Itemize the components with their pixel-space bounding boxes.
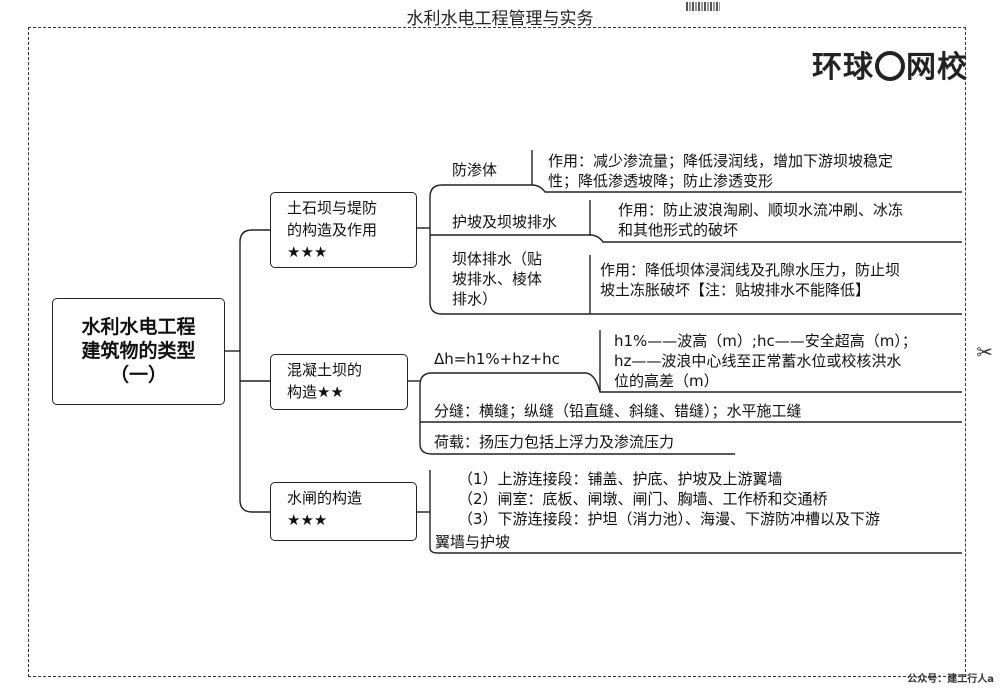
logo-mark-icon: [875, 50, 905, 81]
dam-drainage-label: 坝体排水（贴 坡排水、棱体 排水）: [452, 249, 572, 309]
joints-text: 分缝：横缝；纵缝（铅直缝、斜缝、错缝）；水平施工缝: [434, 402, 802, 420]
sluice-item-3b: 翼墙与护坡: [435, 533, 511, 551]
seepage-label: 防渗体: [452, 161, 498, 179]
dam-drainage-line1: 坝体排水（贴: [452, 250, 543, 268]
sluice-item-2: （2）闸室：底板、闸墩、闸门、胸墙、工作桥和交通桥: [458, 490, 828, 508]
dam-drainage-desc-1: 作用：降低坝体浸润线及孔隙水压力，防止坝: [600, 261, 901, 279]
category-concrete-dam-line1: 混凝土坝的: [287, 361, 363, 379]
dam-drainage-desc-2: 坡土冻胀破坏【注：贴坡排水不能降低】: [600, 281, 871, 299]
category-earth-dam: 土石坝与堤防 的构造及作用 ★★★: [270, 192, 417, 268]
category-earth-dam-stars: ★★★: [287, 243, 328, 261]
category-earth-dam-line1: 土石坝与堤防: [287, 199, 378, 217]
category-sluice-line2: ★★★: [287, 511, 328, 529]
formula-definitions: h1%——波高（m）;hc——安全超高（m）； hz——波浪中心线至正常蓄水位或…: [614, 331, 959, 391]
category-sluice: 水闸的构造 ★★★: [270, 482, 417, 541]
logo-text-left: 环球: [812, 50, 874, 85]
sluice-item-1: （1）上游连接段：铺盖、护底、护坡及上游翼墙: [458, 470, 783, 488]
seepage-desc-2: 性；降低渗透坡降；防止渗透变形: [548, 172, 774, 190]
content-frame: [28, 27, 966, 677]
formula-def-2: hz——波浪中心线至正常蓄水位或校核洪水: [614, 352, 902, 370]
root-line-3: （一）: [109, 364, 167, 386]
footer-credit: 公众号：建工行人a: [907, 674, 994, 685]
root-line-1: 水利水电工程: [81, 316, 196, 338]
page-title: 水利水电工程管理与实务: [406, 9, 594, 29]
dam-drainage-description: 作用：降低坝体浸润线及孔隙水压力，防止坝 坡土冻胀破坏【注：贴坡排水不能降低】: [600, 260, 962, 300]
dam-drainage-line2: 坡排水、棱体: [452, 270, 543, 288]
root-node: 水利水电工程 建筑物的类型 （一）: [52, 298, 225, 405]
dam-drainage-line3: 排水）: [452, 290, 498, 308]
logo-text-right: 网校: [906, 50, 968, 85]
scissors-icon: ✂: [976, 340, 993, 364]
seepage-description: 作用：减少渗流量；降低浸润线，增加下游坝坡稳定 性；降低渗透坡降；防止渗透变形: [548, 151, 963, 191]
category-concrete-dam: 混凝土坝的 构造★★: [270, 354, 408, 410]
logo: 环球网校: [812, 42, 968, 86]
seepage-desc-1: 作用：减少渗流量；降低浸润线，增加下游坝坡稳定: [548, 152, 894, 170]
loads-text: 荷载：扬压力包括上浮力及渗流压力: [434, 433, 675, 451]
freeboard-formula: Δh=h1%+hz+hc: [434, 350, 560, 368]
sluice-item-3a: （3）下游连接段：护坦（消力池）、海漫、下游防冲槽以及下游: [458, 510, 881, 528]
slope-protection-description: 作用：防止波浪淘刷、顺坝水流冲刷、冰冻 和其他形式的破坏: [618, 200, 963, 240]
formula-def-3: 位的高差（m）: [614, 372, 719, 390]
slope-desc-1: 作用：防止波浪淘刷、顺坝水流冲刷、冰冻: [618, 201, 904, 219]
slope-desc-2: 和其他形式的破坏: [618, 221, 739, 239]
category-sluice-line1: 水闸的构造: [287, 489, 363, 507]
slope-protection-label: 护坡及坝坡排水: [452, 213, 558, 231]
category-concrete-dam-line2: 构造★★: [287, 383, 344, 401]
category-earth-dam-line2: 的构造及作用: [287, 221, 378, 239]
root-line-2: 建筑物的类型: [81, 340, 196, 362]
sluice-components: （1）上游连接段：铺盖、护底、护坡及上游翼墙 （2）闸室：底板、闸墩、闸门、胸墙…: [458, 469, 963, 529]
qr-code-icon: [686, 2, 720, 11]
formula-def-1: h1%——波高（m）;hc——安全超高（m）；: [614, 332, 917, 350]
